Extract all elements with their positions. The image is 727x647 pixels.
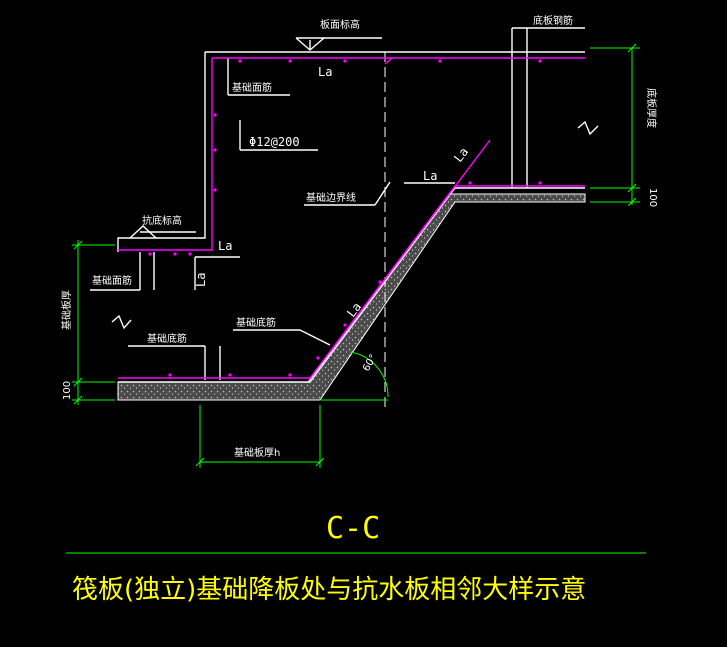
rebar-dots bbox=[148, 59, 542, 377]
label-la-top: La bbox=[318, 65, 332, 79]
label-la-diag-lower: La bbox=[344, 300, 364, 320]
label-rebar-spec: Φ12@200 bbox=[249, 135, 300, 149]
label-foundation-thickness: 基础板厚h bbox=[234, 446, 280, 459]
label-foundation-top-rebar-left: 基础面筋 bbox=[92, 274, 132, 287]
label-la-left: La bbox=[218, 239, 232, 253]
dim-foundation-thickness: 基础板厚 bbox=[60, 290, 73, 330]
label-foundation-top-rebar: 基础面筋 bbox=[232, 81, 272, 94]
dimension-lines bbox=[66, 43, 646, 554]
drawing-title: 筏板(独立)基础降板处与抗水板相邻大样示意 bbox=[72, 575, 586, 605]
label-foundation-edge-line: 基础边界线 bbox=[306, 191, 356, 204]
label-la-diag-upper: La bbox=[451, 145, 471, 165]
label-foundation-bottom-rebar-left: 基础底筋 bbox=[147, 332, 187, 345]
label-angle: 60° bbox=[361, 353, 379, 374]
dim-bottom-slab-thickness: 底板厚度 bbox=[645, 88, 658, 128]
structure-outline bbox=[90, 27, 599, 410]
label-la-mid: La bbox=[423, 169, 437, 183]
rebar-lines bbox=[118, 57, 585, 379]
concrete-cushion bbox=[117, 193, 586, 401]
dim-100-right: 100 bbox=[647, 188, 658, 207]
label-foundation-bottom-rebar-mid: 基础底筋 bbox=[236, 316, 276, 329]
section-label: C-C bbox=[326, 511, 380, 546]
dim-100-left: 100 bbox=[62, 381, 73, 400]
label-slab-top-elevation: 板面标高 bbox=[320, 18, 360, 31]
label-slab-bottom-rebar: 底板钢筋 bbox=[533, 14, 573, 27]
label-la-vertical: La bbox=[194, 273, 208, 287]
label-anti-float-elevation: 抗底标高 bbox=[142, 214, 182, 227]
